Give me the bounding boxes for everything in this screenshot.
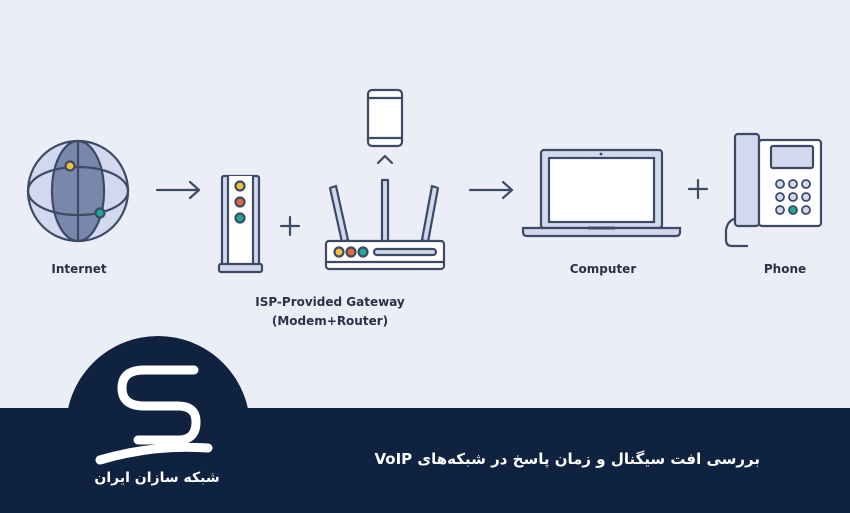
computer-label: Computer <box>569 262 637 276</box>
banner-title: بررسی افت سیگنال و زمان پاسخ در شبکه‌های… <box>374 450 761 468</box>
logo-icon <box>95 365 213 465</box>
gateway-label: ISP-Provided Gateway (Modem+Router) <box>230 293 430 331</box>
arrow-icon <box>155 180 201 200</box>
laptop-icon <box>521 148 682 238</box>
arrow-icon <box>468 180 514 200</box>
plus-icon <box>687 178 709 200</box>
phone-label: Phone <box>763 262 807 276</box>
plus-icon <box>279 215 301 237</box>
chevron-up-icon <box>376 154 394 165</box>
gateway-label-line1: ISP-Provided Gateway <box>255 295 405 309</box>
router-icon <box>324 178 446 271</box>
smartphone-icon <box>366 88 404 148</box>
logo-text: شبکه سازان ایران <box>94 470 220 486</box>
gateway-label-line2: (Modem+Router) <box>271 314 389 328</box>
internet-label: Internet <box>51 262 107 276</box>
modem-icon <box>217 174 264 274</box>
globe-icon <box>26 139 130 243</box>
diagram-canvas <box>26 88 823 274</box>
desk-phone-icon <box>724 132 823 248</box>
